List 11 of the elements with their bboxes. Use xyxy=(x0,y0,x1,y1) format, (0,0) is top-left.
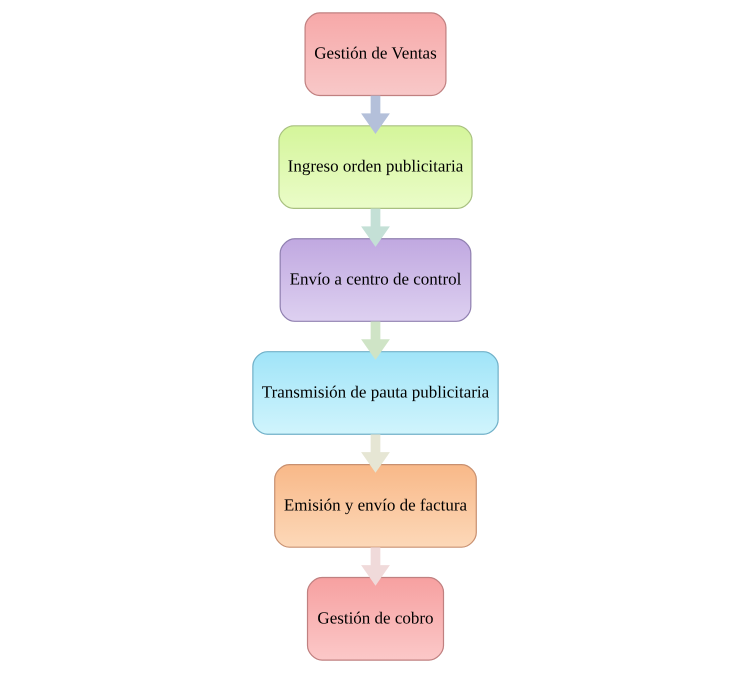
arrow xyxy=(361,547,390,586)
node-box: Emisión y envío de factura xyxy=(274,464,477,548)
arrow xyxy=(361,434,390,473)
node-box: Ingreso orden publicitaria xyxy=(278,125,473,209)
arrow xyxy=(361,208,390,247)
node-box: Transmisión de pauta publicitaria xyxy=(252,351,499,435)
arrow xyxy=(361,321,390,360)
node-box: Gestión de cobro xyxy=(306,576,444,661)
node-box: Envío a centro de control xyxy=(280,238,472,322)
arrow xyxy=(361,96,390,134)
node-box: Gestión de Ventas xyxy=(304,12,447,96)
